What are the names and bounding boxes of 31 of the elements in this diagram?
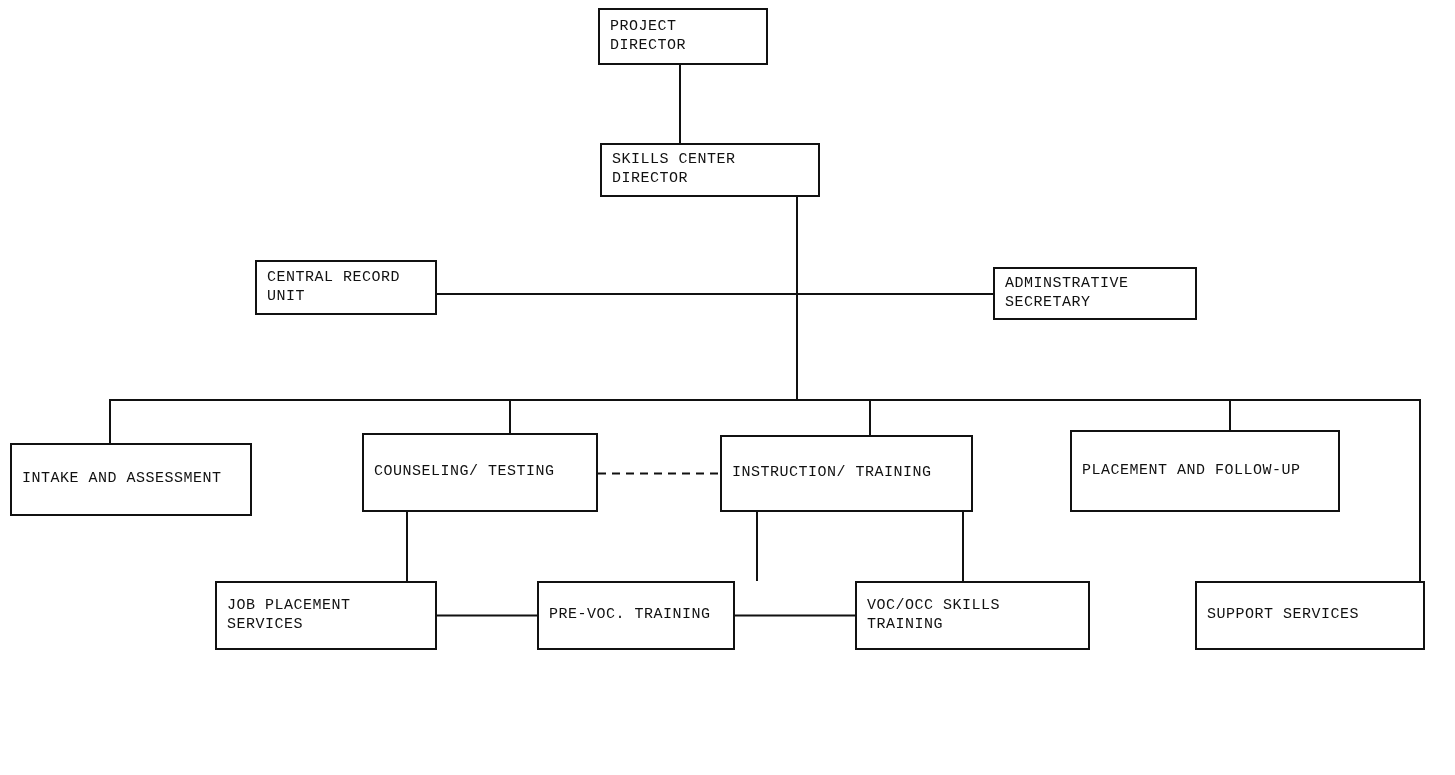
org-box xyxy=(10,443,252,516)
box-label: CENTRAL RECORD UNIT xyxy=(267,268,402,307)
connector-line xyxy=(962,511,964,582)
org-box xyxy=(993,267,1197,320)
connector-line xyxy=(679,64,681,144)
box-label: SKILLS CENTER DIRECTOR xyxy=(612,151,737,189)
org-box xyxy=(255,260,437,315)
box-label: PROJECT DIRECTOR xyxy=(610,17,687,56)
org-box xyxy=(215,581,437,650)
org-box xyxy=(1195,581,1425,650)
org-box xyxy=(598,8,768,65)
connector-line xyxy=(436,614,538,617)
box-label: INSTRUCTION/ TRAINING xyxy=(732,464,932,483)
box-label: COUNSELING/ TESTING xyxy=(374,463,555,482)
org-box xyxy=(362,433,598,512)
box-label: ADMINSTRATIVE SECRETARY xyxy=(1005,274,1130,313)
connector-line xyxy=(406,511,408,582)
box-label: SUPPORT SERVICES xyxy=(1207,606,1360,625)
box-label: PRE-VOC. TRAINING xyxy=(549,606,711,625)
org-box xyxy=(720,435,973,512)
box-label: INTAKE AND ASSESSMENT xyxy=(22,470,222,489)
box-label: PLACEMENT AND FOLLOW-UP xyxy=(1082,461,1301,481)
connector-line xyxy=(756,511,758,582)
org-box xyxy=(600,143,820,197)
connector-line xyxy=(734,614,856,617)
org-box xyxy=(1070,430,1340,512)
box-label: JOB PLACEMENT SERVICES xyxy=(227,596,352,635)
org-box xyxy=(855,581,1090,650)
org-box xyxy=(537,581,735,650)
box-label: VOC/OCC SKILLS TRAINING xyxy=(867,596,1002,635)
dashed-connector xyxy=(597,472,721,475)
